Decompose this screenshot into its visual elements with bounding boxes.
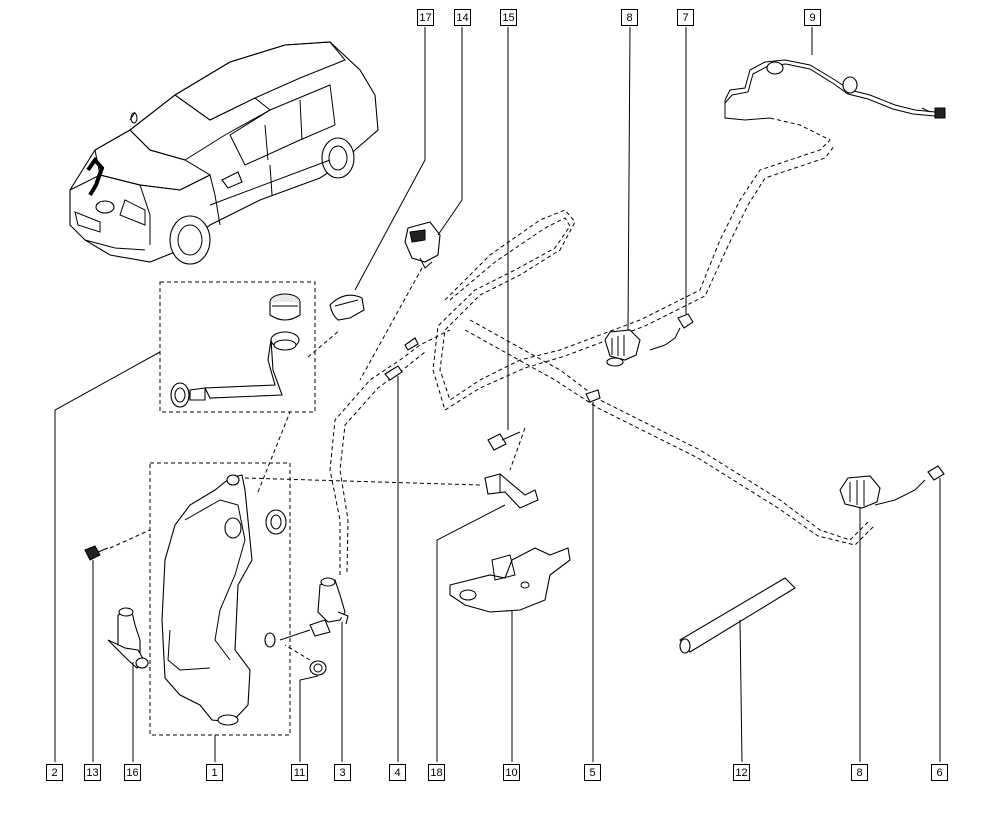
callout-3[interactable]: 3 (334, 764, 351, 781)
callout-8-top[interactable]: 8 (621, 9, 638, 26)
callout-15[interactable]: 15 (500, 9, 517, 26)
callout-4[interactable]: 4 (389, 764, 406, 781)
callout-9[interactable]: 9 (804, 9, 821, 26)
part-8-top-nozzle (604, 329, 641, 367)
car-illustration (69, 41, 379, 265)
callout-7[interactable]: 7 (677, 9, 694, 26)
part-6-connector (927, 465, 945, 481)
leader-2 (54, 351, 161, 762)
part-7-connector (649, 313, 694, 351)
callout-16[interactable]: 16 (124, 764, 141, 781)
part-11-seal (309, 660, 327, 676)
part-16-pump (107, 607, 149, 669)
reservoir-assembly (149, 462, 291, 736)
callout-6[interactable]: 6 (931, 764, 948, 781)
callout-11[interactable]: 11 (291, 764, 308, 781)
callout-17[interactable]: 17 (417, 9, 434, 26)
filler-neck-assembly (159, 281, 316, 413)
part-15-bolt (487, 431, 521, 451)
callout-14[interactable]: 14 (454, 9, 471, 26)
callout-12[interactable]: 12 (733, 764, 750, 781)
part-14-connector (404, 221, 441, 269)
part-13-screw (84, 545, 109, 561)
part-9-harness (724, 59, 946, 121)
callout-8-bottom[interactable]: 8 (851, 764, 868, 781)
callout-5[interactable]: 5 (584, 764, 601, 781)
callout-10[interactable]: 10 (503, 764, 520, 781)
part-3-pump (309, 577, 349, 637)
part-8-bottom-nozzle (839, 475, 881, 509)
part-10-bracket (449, 547, 571, 613)
callout-18[interactable]: 18 (428, 764, 445, 781)
part-18-bracket (484, 473, 539, 509)
callout-1[interactable]: 1 (206, 764, 223, 781)
callout-2[interactable]: 2 (46, 764, 63, 781)
part-12-tube (679, 577, 796, 654)
callout-13[interactable]: 13 (84, 764, 101, 781)
part-5-connector (585, 389, 601, 403)
part-17-clip (329, 294, 365, 321)
